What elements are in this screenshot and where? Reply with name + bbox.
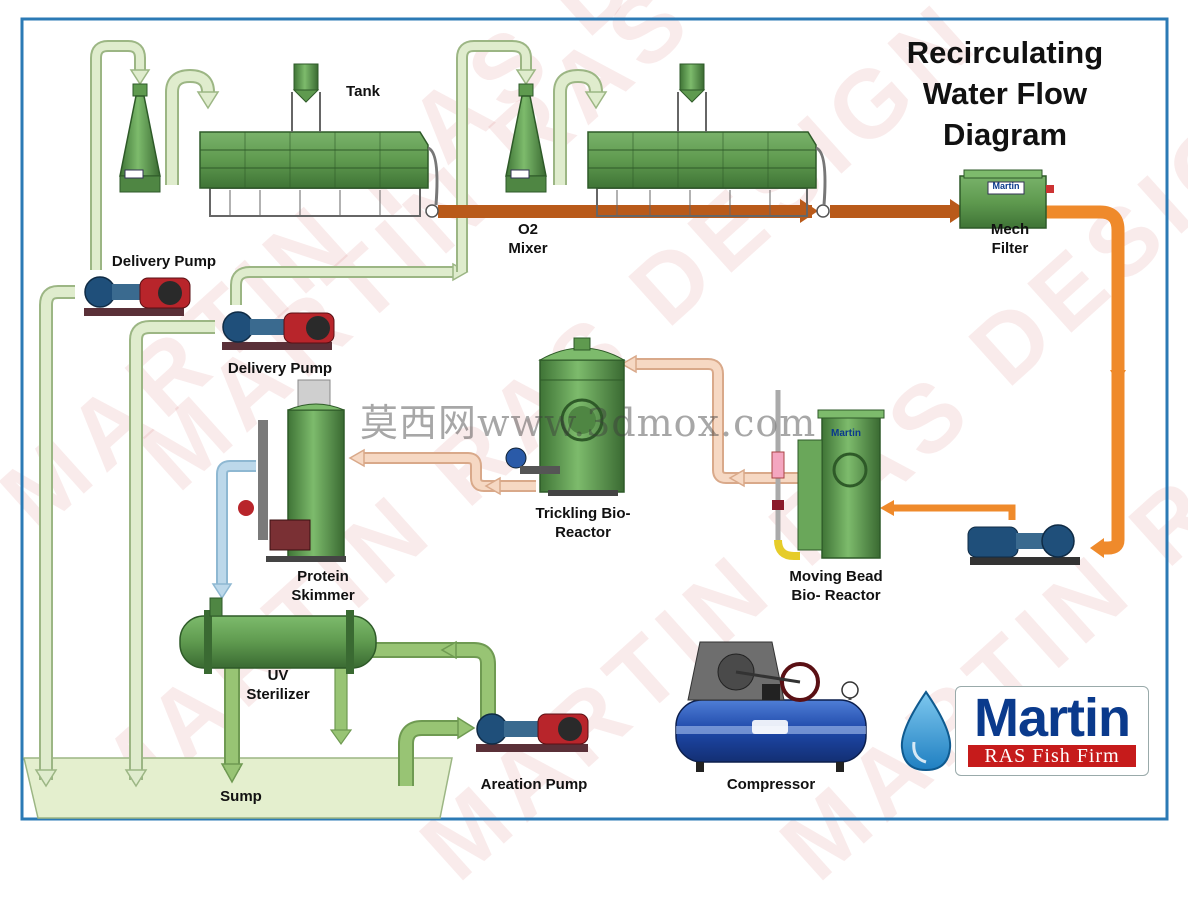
- equipment-badge: Martin: [992, 181, 1020, 191]
- delivery-pump-2: [222, 311, 335, 350]
- label-uv-sterilizer: UV Sterilizer: [246, 667, 310, 703]
- delivery-pipe-2: [230, 266, 455, 305]
- fish-tank-2: [587, 63, 827, 217]
- aeration-pump: [476, 713, 589, 752]
- logo-name: Martin: [974, 688, 1131, 748]
- label-compressor: Compressor: [726, 776, 816, 793]
- delivery-pump-1: [84, 276, 191, 316]
- o2-cone-2: [505, 83, 547, 193]
- o2-cone-1: [119, 83, 161, 193]
- water-drop-icon: [900, 690, 952, 772]
- protein-skimmer: [238, 379, 346, 562]
- trickling-bio-reactor: [505, 337, 626, 496]
- filter-outlet-pipe: [1046, 205, 1125, 555]
- flow-diagram-svg: [20, 17, 1169, 821]
- label-delivery-pump-1: Delivery Pump: [111, 253, 217, 270]
- diagram-frame: [20, 17, 1169, 821]
- compressor: [675, 641, 867, 772]
- site-watermark: 莫西网www.3dmox.com: [360, 401, 817, 445]
- logo-tagline: RAS Fish Firm: [968, 745, 1136, 767]
- skimmer-to-uv-pipe: [216, 460, 256, 590]
- label-mech-filter: Mech Filter: [990, 221, 1030, 257]
- label-delivery-pump-2: Delivery Pump: [227, 360, 333, 377]
- label-tank: Tank: [346, 83, 380, 100]
- tank-outlet-pipe: [425, 199, 968, 223]
- label-trickling-bio-reactor: Trickling Bio- Reactor: [535, 505, 631, 541]
- uv-sterilizer: [179, 597, 377, 674]
- mech-filter: [959, 169, 1054, 229]
- martin-logo: Martin RAS Fish Firm: [955, 686, 1149, 776]
- label-sump: Sump: [220, 788, 262, 805]
- moving-bead-bio-reactor: [771, 390, 885, 560]
- diagram-title: Recirculating Water Flow Diagram: [906, 35, 1104, 152]
- label-protein-skimmer: Protein Skimmer: [291, 568, 355, 604]
- return-pipe-2: [129, 320, 215, 780]
- fish-tank-1: [199, 63, 439, 217]
- equipment-badge: Martin: [831, 428, 861, 439]
- filter-pump: [967, 524, 1080, 565]
- label-aeration-pump: Areation Pump: [480, 776, 588, 793]
- label-o2-mixer: O2 Mixer: [508, 221, 548, 257]
- label-moving-bead-bio-reactor: Moving Bead Bio- Reactor: [789, 568, 883, 604]
